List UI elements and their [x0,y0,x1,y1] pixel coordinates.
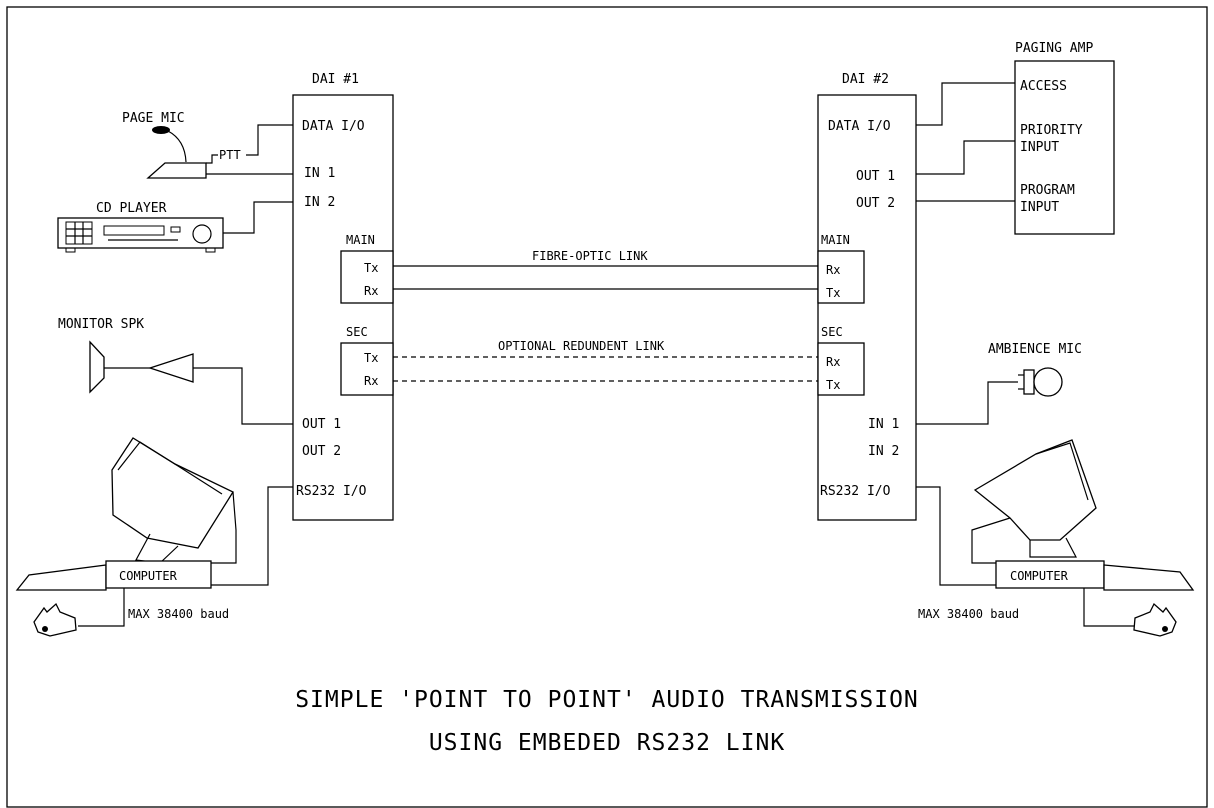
dai-1-sec-port [340,342,394,396]
computer-right: COMPUTER MAX 38400 baud [916,439,1195,637]
monitor-spk-label: MONITOR SPK [58,317,144,332]
paging-amp-priority-1: PRIORITY [1020,123,1083,138]
cd-player: CD PLAYER [57,201,293,253]
dai-1-data-io-label: DATA I/O [302,119,365,134]
ptt-label: PTT [219,148,241,162]
keyboard-right [1103,564,1195,591]
dai-2-main-rx: Rx [826,263,840,277]
fibre-optic-link-label: FIBRE-OPTIC LINK [532,249,648,263]
dai-1-sec-tx: Tx [364,351,378,365]
cd-player-label: CD PLAYER [96,201,167,216]
computer-right-rs232-wire [916,486,996,586]
priority-wire [916,140,1015,175]
cd-player-keypad [65,221,93,245]
monitor-wire [193,367,293,425]
cd-player-wire [223,201,293,234]
cd-player-display [103,225,165,236]
paging-amp-program-2: INPUT [1020,200,1059,215]
diagram-title-line-1: SIMPLE 'POINT TO POINT' AUDIO TRANSMISSI… [295,687,919,713]
redundant-link-label: OPTIONAL REDUNDENT LINK [498,339,665,353]
dai-1-main-tx: Tx [364,261,378,275]
computer-left: COMPUTER MAX 38400 baud [15,437,293,637]
paging-amp-label: PAGING AMP [1015,41,1093,56]
fibre-optic-link: FIBRE-OPTIC LINK [393,249,818,290]
speaker-cone [89,340,105,394]
page-mic-label: PAGE MIC [122,111,185,126]
dai-2-out2-label: OUT 2 [856,196,895,211]
dai-2-unit: DAI #2 DATA I/O OUT 1 OUT 2 IN 1 IN 2 RS… [817,72,917,521]
dai-2-in1-label: IN 1 [868,417,899,432]
dai-2-box [817,94,917,521]
redundant-link: OPTIONAL REDUNDENT LINK [393,339,818,382]
ptt-lead-left [206,154,218,164]
dai-1-main-label: MAIN [346,233,375,247]
dai-1-main-rx: Rx [364,284,378,298]
dai-1-sec-rx: Rx [364,374,378,388]
computer-right-box [995,560,1105,589]
paging-amp-program-1: PROGRAM [1020,183,1075,198]
ambience-mic-wire [916,381,1018,425]
mouse-right [1133,602,1177,637]
computer-left-baud: MAX 38400 baud [128,607,229,621]
paging-amp: PAGING AMP ACCESS PRIORITY INPUT PROGRAM… [916,41,1115,235]
page-mic-head [152,126,170,134]
dai-2-sec-rx: Rx [826,355,840,369]
dai-2-sec-tx: Tx [826,378,840,392]
dai-2-data-io-label: DATA I/O [828,119,891,134]
dai-1-in2-label: IN 2 [304,195,335,210]
page-mic-gooseneck [167,130,187,163]
computer-left-label: COMPUTER [119,569,178,583]
drawing-frame [6,6,1208,808]
dai-1-rs232-label: RS232 I/O [296,484,367,499]
cd-player-knob [192,224,212,244]
paging-amp-access: ACCESS [1020,79,1067,94]
computer-left-rs232-wire [211,486,293,586]
dai-1-in1-label: IN 1 [304,166,335,181]
dai-2-main-label: MAIN [821,233,850,247]
ptt-wire [246,124,293,156]
diagram-title-line-2: USING EMBEDED RS232 LINK [429,730,785,756]
ambience-mic: AMBIENCE MIC [916,342,1082,425]
dai-2-main-tx: Tx [826,286,840,300]
dai-1-out1-label: OUT 1 [302,417,341,432]
ambience-mic-grille [1023,369,1035,395]
dai-1-sec-label: SEC [346,325,368,339]
dai-1-unit: DAI #1 DATA I/O IN 1 IN 2 OUT 1 OUT 2 RS… [292,72,394,521]
dai-2-out1-label: OUT 1 [856,169,895,184]
monitor-speaker: MONITOR SPK [58,317,293,425]
page-mic-base [146,162,207,179]
dai-1-out2-label: OUT 2 [302,444,341,459]
mouse-left-cable [78,588,125,627]
dai-2-sec-port [817,342,865,396]
dai-1-main-port [340,250,394,304]
dai-2-sec-label: SEC [821,325,843,339]
dai-2-main-port [817,250,865,304]
dai-2-rs232-label: RS232 I/O [820,484,891,499]
dai-2-in2-label: IN 2 [868,444,899,459]
page-mic: PAGE MIC PTT [122,111,293,179]
amplifier-triangle [147,353,194,383]
access-wire [916,82,1015,126]
computer-left-box [105,560,212,589]
dai-1-box [292,94,394,521]
monitor-right [973,439,1097,541]
ambience-mic-label: AMBIENCE MIC [988,342,1082,357]
paging-amp-box [1014,60,1115,235]
ambience-mic-head [1033,367,1063,397]
mouse-right-cable [1083,588,1134,627]
computer-right-baud: MAX 38400 baud [918,607,1019,621]
dai-2-title: DAI #2 [842,72,889,87]
computer-right-label: COMPUTER [1010,569,1069,583]
dai-1-title: DAI #1 [312,72,359,87]
mouse-left [33,602,77,637]
keyboard-left [15,564,107,591]
paging-amp-priority-2: INPUT [1020,140,1059,155]
